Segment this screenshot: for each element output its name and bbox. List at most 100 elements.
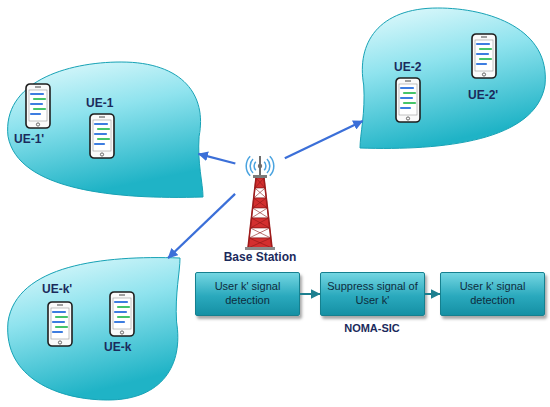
box-text: Suppress signal of User k' xyxy=(327,280,418,308)
tower-band xyxy=(248,238,272,248)
ue-cluster: UE-2UE-2' xyxy=(360,8,545,148)
message-bar xyxy=(115,311,126,313)
message-bar xyxy=(401,97,412,99)
message-bar xyxy=(404,102,415,104)
message-bar xyxy=(401,107,410,109)
phone-body xyxy=(48,302,72,346)
phone-screen xyxy=(93,120,111,151)
signal-wave xyxy=(246,156,250,176)
tower-brace xyxy=(253,208,269,218)
phone-screen xyxy=(51,308,69,339)
message-bar xyxy=(95,133,106,135)
message-bar xyxy=(477,43,489,45)
message-bar xyxy=(118,316,129,318)
ue-label: UE-k' xyxy=(42,282,72,296)
phone-speaker xyxy=(481,37,487,38)
message-bar xyxy=(34,98,45,100)
diagram-caption: NOMA-SIC xyxy=(312,322,432,334)
message-bar xyxy=(480,58,491,60)
message-bar xyxy=(95,143,104,145)
phone-button xyxy=(120,331,123,334)
phone-screen xyxy=(29,90,47,121)
message-bar xyxy=(401,87,413,89)
tower-brace xyxy=(253,198,267,208)
phone-body xyxy=(90,114,114,158)
phone-speaker xyxy=(119,295,125,296)
tower-leg xyxy=(264,178,272,248)
message-bar xyxy=(31,93,43,95)
bubble-outline xyxy=(360,8,545,148)
message-bar xyxy=(98,128,109,130)
base-station: Base Station xyxy=(235,150,285,265)
bubble-outline xyxy=(8,258,180,400)
ue-label: UE-k xyxy=(104,340,131,354)
phone-speaker xyxy=(35,87,41,88)
phone-icon xyxy=(90,114,114,158)
tower-platform xyxy=(253,175,267,178)
tower-base xyxy=(245,247,275,250)
connector-arrow xyxy=(285,121,363,158)
phone-speaker xyxy=(405,81,411,82)
ue-cluster: UE-k' UE-k xyxy=(8,258,180,400)
connector-arrow xyxy=(168,194,235,258)
phone-icon xyxy=(110,292,134,336)
phone-screen xyxy=(475,40,493,71)
phone-button xyxy=(58,341,61,344)
signal-wave xyxy=(254,162,256,170)
phone-button xyxy=(482,73,485,76)
tower-brace xyxy=(254,198,268,208)
phone-button xyxy=(36,123,39,126)
ue-label: UE-2 xyxy=(394,60,421,74)
phone-speaker xyxy=(57,305,63,306)
message-bar xyxy=(31,113,40,115)
message-bar xyxy=(115,321,124,323)
connector-arrow xyxy=(300,293,320,295)
phone-icon xyxy=(48,302,72,346)
tower-brace xyxy=(248,238,271,248)
bubble-shape xyxy=(8,258,180,400)
phone-icon xyxy=(472,34,496,78)
message-bar xyxy=(56,316,67,318)
phone-icon xyxy=(26,84,50,128)
tower-drawing xyxy=(235,150,285,265)
ue-label: UE-2' xyxy=(468,88,498,102)
phone-body xyxy=(396,78,420,122)
message-bar xyxy=(118,306,129,308)
tower-band xyxy=(250,218,269,228)
tower-brace xyxy=(250,228,271,238)
box-text: User k' signal detection xyxy=(447,280,538,308)
bubble-shape xyxy=(8,62,203,197)
bubble-outline xyxy=(8,62,203,197)
process-box: Suppress signal of User k' xyxy=(320,272,425,316)
message-bar xyxy=(95,123,107,125)
tower-brace xyxy=(250,218,268,228)
box-text: User k' signal detection xyxy=(202,280,293,308)
message-bar xyxy=(480,48,491,50)
bubble-shape xyxy=(360,8,545,148)
phone-button xyxy=(100,153,103,156)
tower-symbol xyxy=(245,156,275,250)
message-bar xyxy=(477,63,486,65)
ue-cluster: UE-1UE-1' xyxy=(8,62,203,197)
message-bar xyxy=(34,108,45,110)
tower-brace xyxy=(251,208,267,218)
message-bar xyxy=(477,53,488,55)
signal-wave xyxy=(250,159,253,173)
signal-wave xyxy=(267,159,270,173)
phone-screen xyxy=(399,84,417,115)
phone-icon xyxy=(396,78,420,122)
tower-brace xyxy=(249,238,272,248)
tower-brace xyxy=(249,228,270,238)
tower-leg xyxy=(248,178,256,248)
phone-button xyxy=(406,117,409,120)
process-box: User k' signal detection xyxy=(440,272,545,316)
signal-wave xyxy=(264,162,266,170)
message-bar xyxy=(53,331,62,333)
signal-wave xyxy=(270,156,274,176)
ue-label: UE-1 xyxy=(86,96,113,110)
message-bar xyxy=(56,326,67,328)
tower-brace xyxy=(251,218,269,228)
connector-arrow xyxy=(198,154,235,164)
